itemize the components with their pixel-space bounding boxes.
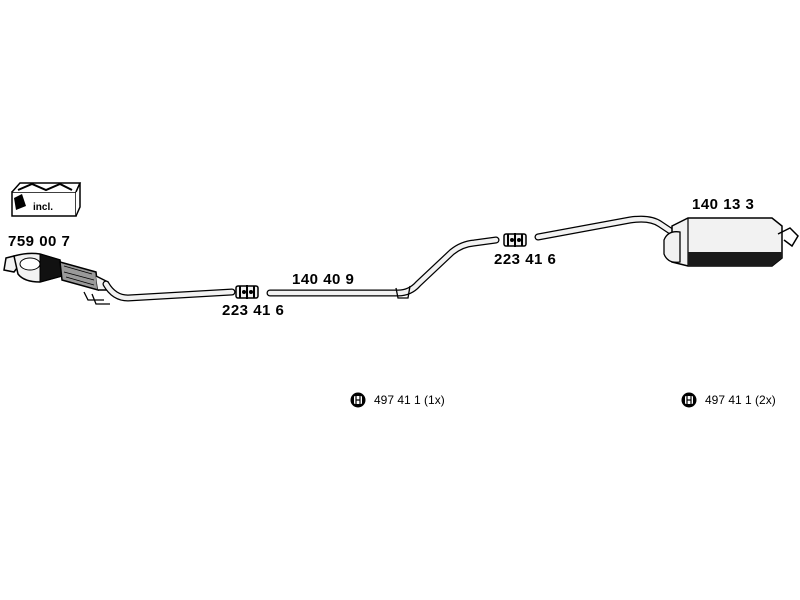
front-pipe[interactable]: [102, 280, 236, 302]
front-clamp-label[interactable]: 223 41 6: [222, 302, 285, 319]
mount-middle-icon: [350, 392, 366, 408]
mount-middle-note: 497 41 1 (1x): [374, 393, 445, 407]
middle-pipe-label[interactable]: 140 40 9: [292, 271, 355, 288]
middle-pipe[interactable]: [266, 236, 500, 299]
rear-clamp-label[interactable]: 223 41 6: [494, 251, 557, 268]
rear-silencer[interactable]: [534, 215, 799, 267]
kit-box-icon: [11, 182, 82, 217]
mount-rear-icon: [681, 392, 697, 408]
catalytic-converter-label[interactable]: 759 00 7: [8, 233, 71, 250]
kit-badge-label: incl.: [33, 202, 54, 213]
mount-rear-note: 497 41 1 (2x): [705, 393, 776, 407]
rear-clamp[interactable]: [503, 233, 527, 247]
catalytic-converter[interactable]: [3, 252, 110, 305]
front-clamp[interactable]: [235, 285, 259, 299]
rear-silencer-label[interactable]: 140 13 3: [692, 196, 755, 213]
